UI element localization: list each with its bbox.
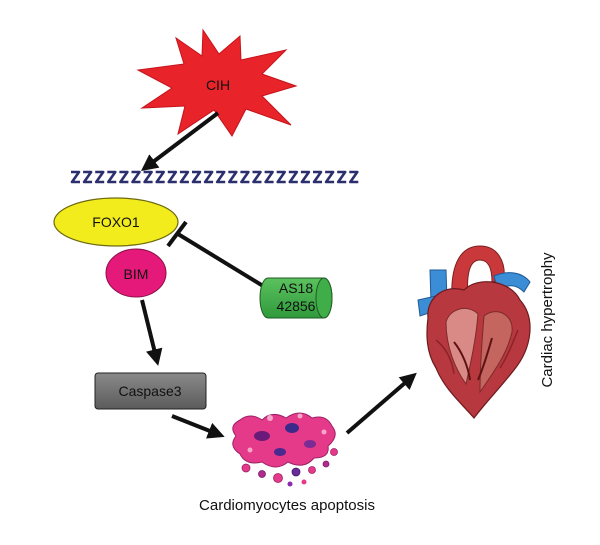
dna-segment — [276, 170, 286, 184]
cih-node: CIH — [136, 28, 298, 137]
dna-segment — [94, 170, 105, 184]
arrow-caspase-to-apoptosis — [171, 414, 225, 439]
dna-segment — [70, 170, 81, 184]
bim-node: BIM — [105, 248, 167, 298]
dna-segment — [82, 170, 93, 184]
dna-segment — [155, 170, 165, 184]
arrow-bim-to-caspase — [140, 299, 163, 366]
inhibitor-label-line1: AS18 — [279, 280, 313, 296]
dna-segment — [288, 170, 299, 184]
dna-segment — [203, 170, 214, 184]
starburst-icon — [136, 28, 298, 137]
dna-segment — [131, 170, 141, 184]
dna-segment — [264, 170, 274, 184]
apoptosis-label: Cardiomyocytes apoptosis — [199, 497, 375, 514]
cih-label: CIH — [206, 77, 230, 93]
dna-segment — [215, 170, 226, 184]
bim-label: BIM — [124, 266, 149, 282]
dna-helix-icon — [70, 170, 359, 184]
caspase-label: Caspase3 — [118, 383, 181, 399]
dna-segment — [240, 170, 250, 184]
dna-segment — [167, 170, 178, 184]
inhibitor-label-line2: 42856 — [277, 298, 316, 314]
heart-icon — [417, 245, 531, 419]
foxo1-node: FOXO1 — [53, 197, 179, 247]
dna-segment — [349, 170, 359, 184]
arrow-cih-to-dna — [140, 111, 220, 172]
dna-segment — [143, 170, 153, 184]
caspase-node: Caspase3 — [94, 372, 207, 410]
dna-segment — [119, 170, 129, 184]
dna-segment — [179, 170, 190, 184]
arrow-apoptosis-to-heart — [345, 372, 417, 435]
dna-segment — [300, 170, 311, 184]
inhibitor-node: AS18 42856 — [259, 277, 333, 319]
foxo1-label: FOXO1 — [92, 214, 140, 230]
dna-segment — [324, 170, 335, 184]
dna-segment — [191, 170, 202, 184]
inhibition-line — [166, 220, 270, 291]
dna-segment — [336, 170, 347, 184]
apoptotic-cells-icon — [232, 412, 338, 487]
hypertrophy-label: Cardiac hypertrophy — [539, 252, 556, 388]
dna-segment — [252, 170, 262, 184]
dna-segment — [107, 170, 117, 184]
dna-segment — [312, 170, 323, 184]
dna-segment — [228, 170, 238, 184]
